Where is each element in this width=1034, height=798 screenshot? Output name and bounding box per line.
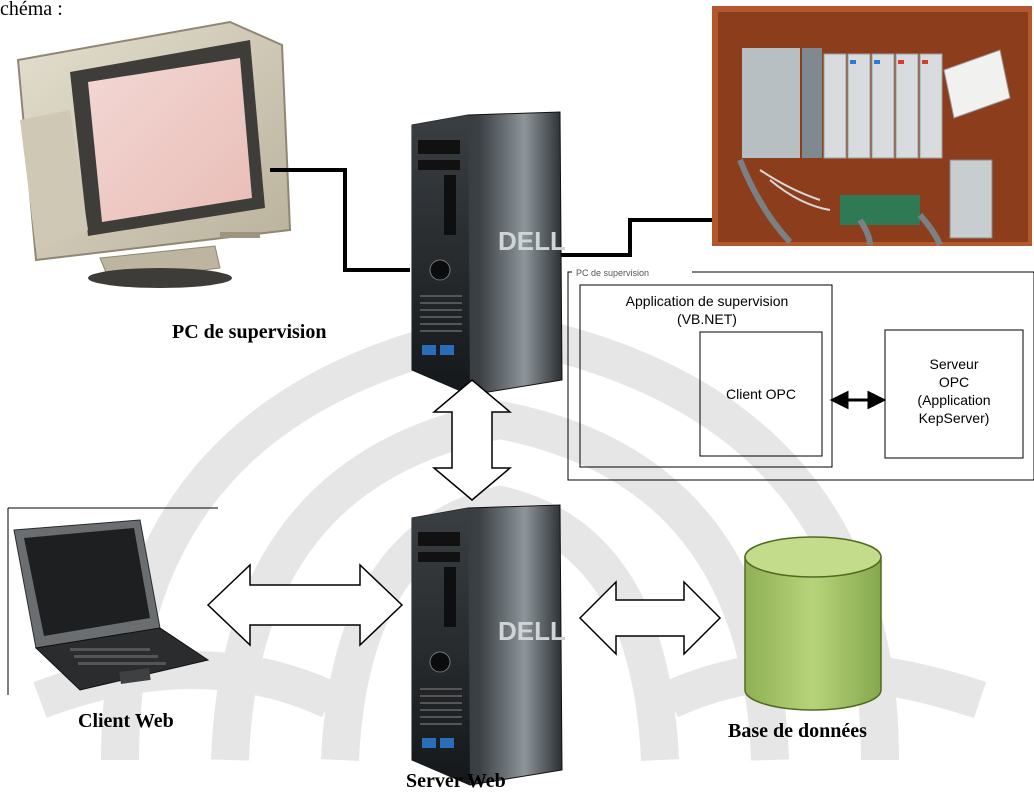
- app-title-line: Application de supervision: [625, 293, 789, 309]
- serveur-opc-label: Serveur OPC (Application KepServer): [886, 355, 1022, 427]
- client-server-double-arrow: [206, 563, 404, 647]
- serveur-line: OPC: [938, 374, 970, 390]
- svg-text:DELL: DELL: [498, 226, 566, 256]
- label-client-web: Client Web: [78, 710, 174, 732]
- serveur-line: (Application: [917, 392, 991, 408]
- dell-tower-icon: DELL: [411, 111, 566, 396]
- server-database-double-arrow: [578, 580, 722, 656]
- app-subtitle-line: (VB.NET): [677, 311, 737, 327]
- svg-text:DELL: DELL: [498, 616, 566, 646]
- supervision-panel: [567, 271, 1034, 481]
- label-server-web: Server Web: [406, 770, 506, 792]
- laptop-icon: [13, 519, 210, 691]
- svg-text:PC de supervision: PC de supervision: [576, 268, 649, 278]
- serveur-line: KepServer): [918, 410, 990, 426]
- network-cables: [270, 168, 720, 272]
- label-base-donnees: Base de données: [728, 720, 867, 742]
- plc-rack-photo: [712, 6, 1032, 247]
- dell-tower-server-icon: DELL: [411, 504, 566, 786]
- intro-text: chéma :: [0, 0, 63, 20]
- app-supervision-title: Application de supervision (VB.NET): [583, 292, 831, 328]
- crt-monitor-icon: [16, 20, 292, 288]
- opc-double-arrow: [829, 390, 887, 410]
- database-cylinder-icon: [744, 536, 882, 711]
- label-pc-supervision: PC de supervision: [172, 321, 327, 343]
- vertical-double-arrow: [431, 379, 513, 501]
- client-opc-label: Client OPC: [725, 386, 797, 402]
- laptop-frame: [7, 507, 218, 695]
- serveur-line: Serveur: [929, 356, 979, 372]
